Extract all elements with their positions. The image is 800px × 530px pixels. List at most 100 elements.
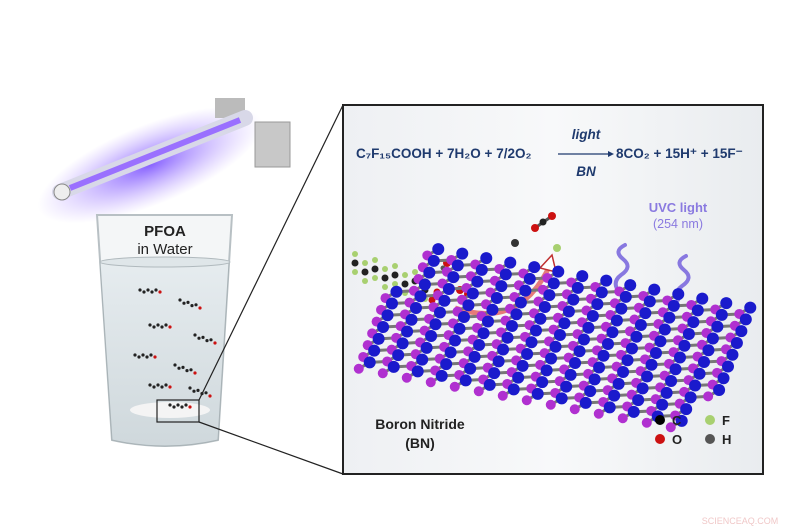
boron-atom [514,296,527,309]
boron-atom [717,372,730,385]
pfoa-particle [208,394,212,398]
boron-atom [650,347,662,359]
boron-atom [536,376,549,389]
boron-atom [645,358,658,371]
boron-atom [578,333,590,346]
boron-atom [540,364,553,377]
boron-atom [363,356,376,369]
boron-atom [429,318,442,331]
nitrogen-atom [569,404,580,415]
boron-atom [523,272,536,285]
pfoa-particle [188,386,192,390]
uvc-label-line1: UVC light [649,200,708,215]
boron-atom [603,401,616,414]
boron-atom [591,298,604,311]
boron-atom [658,323,671,336]
boron-atom [672,288,685,301]
boron-atom [610,314,623,327]
pfoa-particle [138,288,142,292]
pfoa-particle [148,383,152,387]
boron-atom [630,330,643,343]
zoom-line-bottom [198,421,344,475]
boron-atom [519,284,532,297]
pfoa-particle [197,336,201,340]
boron-atom [381,309,394,322]
boron-atom [573,345,586,358]
boron-atom [689,379,702,392]
pfoa-particle [185,369,189,373]
boron-atom [444,346,457,359]
pfoa-particle [145,355,149,359]
boron-atom [387,360,400,373]
boron-atom [516,359,529,372]
boron-atom [414,290,427,303]
boron-atom [530,324,542,337]
pfoa-particle [148,323,152,327]
boron-atom [492,355,505,368]
boron-atom [656,398,669,411]
nitrogen-atom [641,417,652,428]
bn-label-line1: Boron Nitride [375,416,465,432]
boron-atom [410,302,422,314]
pfoa-particle [178,298,182,302]
legend-swatch-h [705,434,715,444]
pfoa-particle [192,389,196,393]
zoom-region [156,399,200,423]
pfoa-particle [152,385,156,389]
boron-atom [449,334,462,347]
watermark: SCIENCEAQ.COM [702,516,779,526]
boron-atom [711,320,724,333]
boron-atom [396,337,409,350]
boron-atom [569,357,582,370]
boron-atom [617,366,630,379]
boron-atom [667,299,680,312]
pfoa-particle [190,304,194,308]
boron-atom [735,325,748,338]
boron-atom [475,263,488,276]
boron-atom [368,344,381,357]
pfoa-particle [168,325,172,329]
pfoa-particle [156,323,160,327]
boron-atom [547,277,560,290]
nitrogen-atom [703,391,714,402]
boron-atom [512,371,525,384]
pfoa-particle [196,388,200,392]
boron-atom [595,286,608,299]
boron-atom [726,348,739,361]
boron-atom [501,331,514,344]
uv-wave-icon [613,243,630,291]
boron-atom [579,396,592,409]
boron-atom [534,312,547,325]
boron-atom [554,329,566,341]
boron-atom [715,308,728,321]
pfoa-particle [153,355,157,359]
pfoa-particle [168,385,172,389]
boron-atom [687,316,700,329]
boron-atom [427,254,440,267]
pfoa-particle [152,325,156,329]
boron-atom [576,270,589,283]
boron-atom [558,317,571,330]
boron-atom [477,327,490,340]
pfoa-particle [149,353,153,357]
legend-swatch-o [655,434,665,444]
pfoa-particle [188,405,192,409]
legend-label: H [722,432,731,447]
boron-atom [495,280,508,293]
glass-label-line1: PFOA [144,223,186,240]
boron-atom [602,338,614,350]
boron-atom [730,336,743,349]
pfoa-particle [184,403,188,407]
pfoa-particle [193,333,197,337]
boron-atom [632,394,645,407]
boron-atom [486,303,499,316]
boron-atom [497,343,510,356]
boron-atom [680,403,693,416]
pfoa-particle [137,355,141,359]
boron-atom [678,339,691,352]
pfoa-particle [176,403,180,407]
boron-atom [418,278,431,291]
boron-atom [372,332,385,345]
